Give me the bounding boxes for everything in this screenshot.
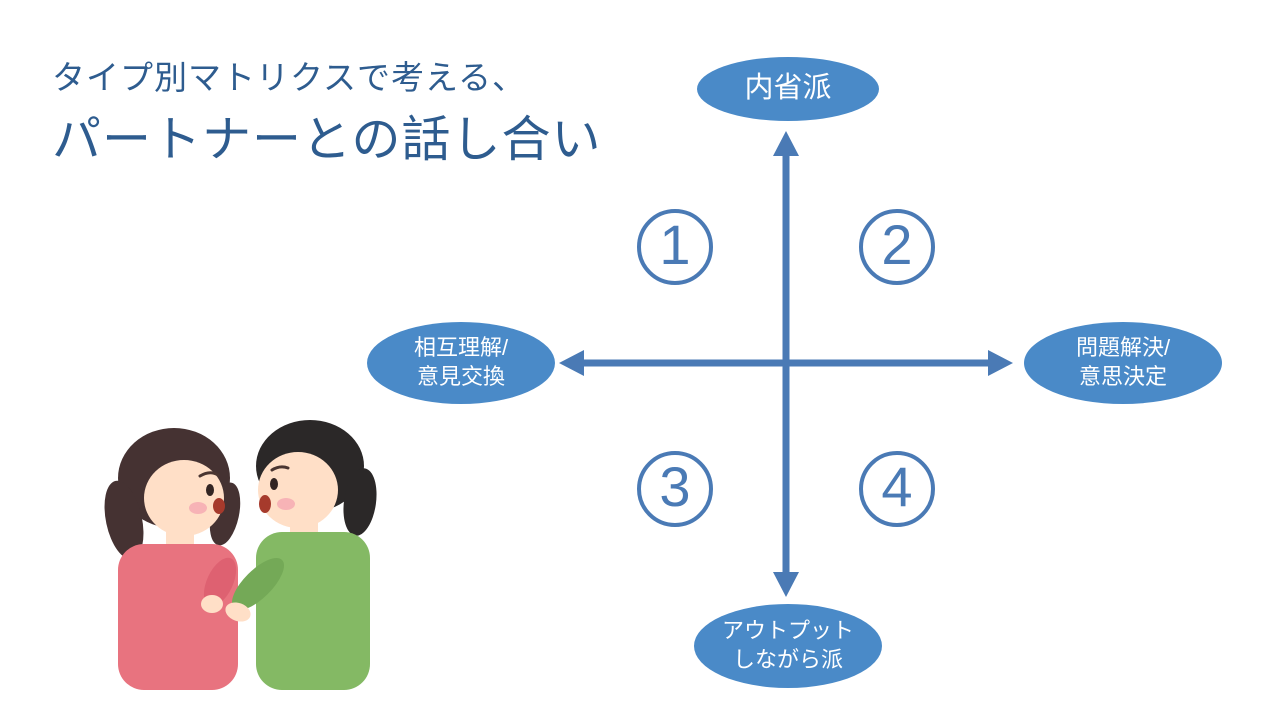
title-line-1: タイプ別マトリクスで考える、 xyxy=(52,59,527,96)
quadrant-2-digit: 2 xyxy=(881,213,913,276)
axis-label-right: 問題解決/ 意思決定 xyxy=(1024,322,1222,404)
quadrant-4-digit: 4 xyxy=(881,455,913,518)
horizontal-axis-arrow xyxy=(559,350,1013,376)
quadrant-3-number: 3 xyxy=(637,451,713,527)
quadrant-4-number: 4 xyxy=(859,451,935,527)
axis-label-right-line-2: 意思決定 xyxy=(1078,364,1167,389)
quadrant-1-number: 1 xyxy=(637,209,713,285)
axis-label-left-line-2: 意見交換 xyxy=(416,364,505,389)
axis-label-top-text: 内省派 xyxy=(744,72,832,105)
quadrant-1-digit: 1 xyxy=(659,213,691,276)
vertical-axis-arrow xyxy=(773,131,799,597)
man-figure xyxy=(225,420,377,690)
axis-label-left: 相互理解/ 意見交換 xyxy=(367,322,555,404)
quadrant-2-number: 2 xyxy=(859,209,935,285)
axis-label-bottom-line-2: しながら派 xyxy=(732,647,843,672)
axis-label-top: 内省派 xyxy=(697,57,879,121)
slide-title: タイプ別マトリクスで考える、 パートナーとの話し合い xyxy=(52,58,602,168)
axis-label-left-line-1: 相互理解/ xyxy=(413,335,509,361)
axis-label-bottom-line-1: アウトプット xyxy=(721,618,854,644)
axis-label-bottom: アウトプット しながら派 xyxy=(694,604,882,688)
woman-figure xyxy=(104,428,241,690)
people-talking-illustration xyxy=(104,420,377,690)
quadrant-3-digit: 3 xyxy=(659,455,691,518)
axis-label-right-line-1: 問題解決/ xyxy=(1075,335,1171,361)
title-line-2: パートナーとの話し合い xyxy=(52,112,602,167)
